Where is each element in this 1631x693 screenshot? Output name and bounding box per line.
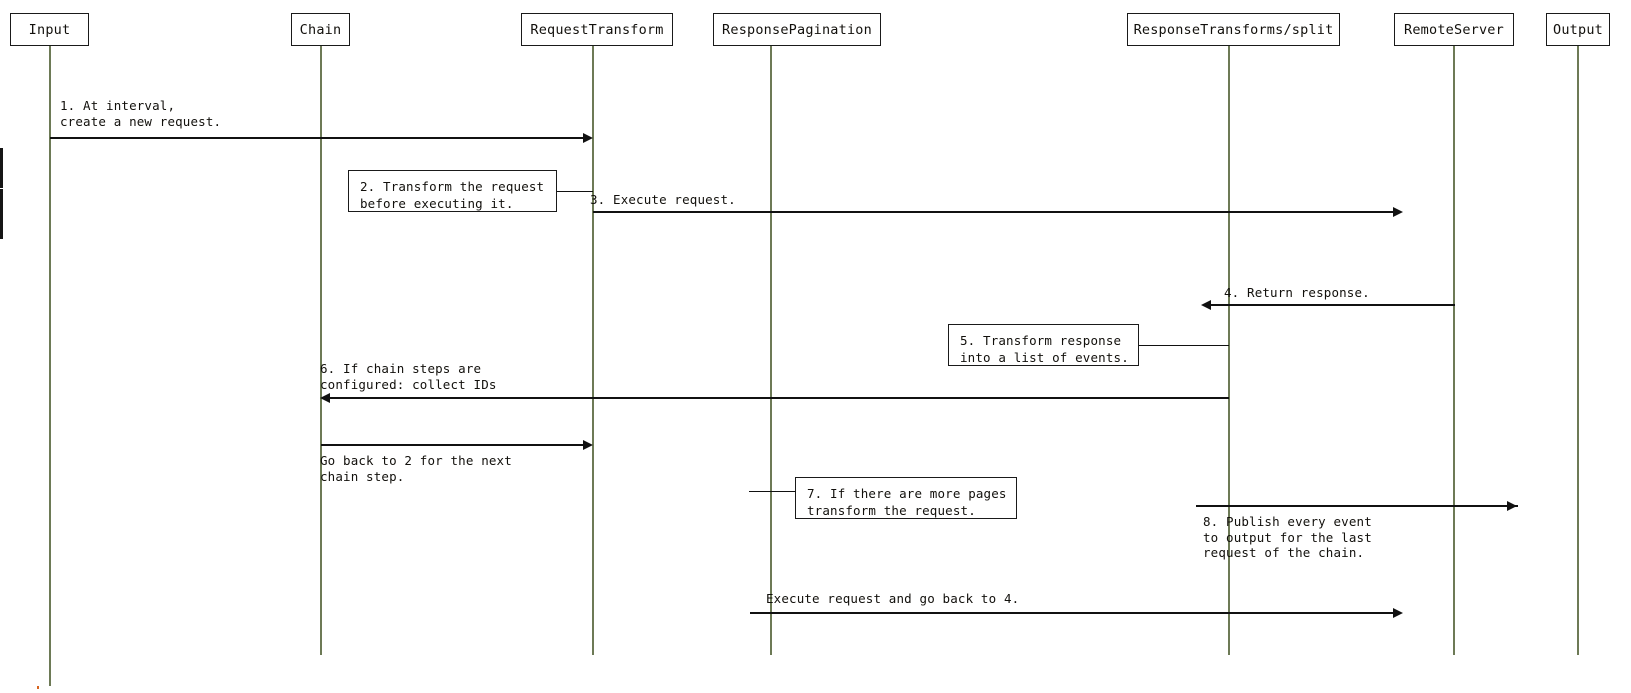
lifeline-chain [320,46,322,655]
message-label-8: 8. Publish every event to output for the… [1203,514,1372,560]
participant-label-responsetransforms-split: ResponseTransforms/split [1133,21,1334,38]
note-connector-7 [749,491,796,493]
lifeline-responsepagination [770,46,772,655]
edge-artifact-top [0,148,3,188]
message-label-4: 4. Return response. [1224,285,1370,300]
lifeline-remoteserver [1453,46,1455,655]
message-arrowhead-8 [1507,501,1517,511]
lifeline-requesttransform [592,46,594,655]
note-box-2[interactable]: 2. Transform the request before executin… [348,170,557,212]
message-line-6 [330,397,1229,399]
participant-label-output: Output [1553,21,1603,38]
participant-label-input: Input [28,21,71,38]
participant-label-requesttransform: RequestTransform [530,21,664,38]
participant-box-remoteserver[interactable]: RemoteServer [1394,13,1514,46]
lifeline-responsetransforms-split [1228,46,1230,655]
message-line-execute-goback4 [750,612,1395,614]
message-arrowhead-3 [1393,207,1403,217]
participant-box-requesttransform[interactable]: RequestTransform [521,13,673,46]
participant-box-responsetransforms-split[interactable]: ResponseTransforms/split [1127,13,1340,46]
message-arrowhead-execute-goback4 [1393,608,1403,618]
participant-label-remoteserver: RemoteServer [1404,21,1504,38]
message-label-6: 6. If chain steps are configured: collec… [320,361,497,392]
message-label-execute-goback4: Execute request and go back to 4. [766,591,1020,606]
note-connector-2 [557,191,593,193]
message-line-4 [1211,304,1455,306]
message-label-goback2: Go back to 2 for the next chain step. [320,453,512,484]
message-label-1: 1. At interval, create a new request. [60,98,222,129]
edge-artifact-corner [37,686,39,689]
edge-artifact-bottom [0,189,3,239]
participant-box-output[interactable]: Output [1546,13,1610,46]
message-arrowhead-4 [1201,300,1211,310]
lifeline-input [49,46,51,686]
message-arrowhead-goback2 [583,440,593,450]
note-connector-5 [1139,345,1229,347]
message-arrowhead-1 [583,133,593,143]
message-line-1 [50,137,584,139]
lifeline-output [1577,46,1579,655]
message-label-3: 3. Execute request. [590,192,736,207]
participant-label-responsepagination: ResponsePagination [722,21,872,38]
participant-label-chain: Chain [299,21,342,38]
message-line-8 [1196,505,1518,507]
note-box-7[interactable]: 7. If there are more pages transform the… [795,477,1017,519]
message-arrowhead-6 [320,393,330,403]
participant-box-chain[interactable]: Chain [291,13,350,46]
message-line-goback2 [321,444,584,446]
message-line-3 [593,211,1394,213]
participant-box-responsepagination[interactable]: ResponsePagination [713,13,881,46]
participant-box-input[interactable]: Input [10,13,89,46]
note-box-5[interactable]: 5. Transform response into a list of eve… [948,324,1139,366]
